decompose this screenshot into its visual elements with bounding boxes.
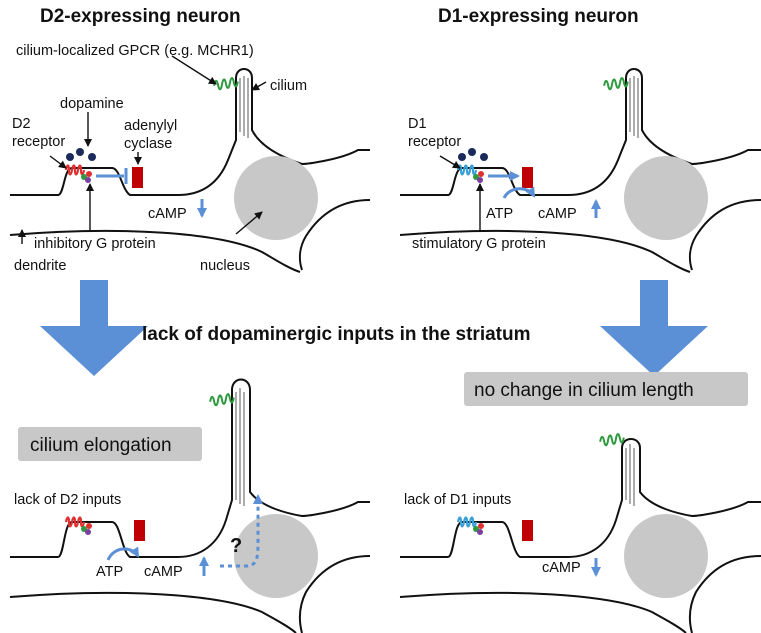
d1-receptor-label-1: D1 (408, 116, 427, 132)
membrane-outline (10, 378, 370, 558)
lack-d1-label: lack of D1 inputs (404, 492, 511, 508)
atp-camp-curve (502, 186, 536, 199)
elongation-box (18, 427, 202, 461)
camp-label-bl: cAMP (144, 564, 183, 580)
adenylyl-cyclase-icon (522, 520, 533, 541)
panel-d1-bottom (399, 372, 761, 633)
membrane-lower (9, 199, 371, 273)
dotted-signal-arrow (220, 494, 263, 568)
adenylyl-cyclase-icon (132, 167, 143, 188)
heading-d2: D2-expressing neuron (40, 6, 241, 27)
nucleus (234, 514, 318, 598)
elongation-label: cilium elongation (30, 435, 172, 456)
nucleus (624, 156, 708, 240)
adenylyl-label-1: adenylyl (124, 118, 177, 134)
cilium-shaft (629, 76, 639, 138)
gpcr-icon (208, 392, 236, 408)
camp-label-tr: cAMP (538, 206, 577, 222)
membrane-lower (399, 199, 761, 273)
panel-d1-top (399, 68, 761, 273)
d2-receptor-icon (64, 164, 86, 176)
d1-receptor-label-2: receptor (408, 134, 461, 150)
atp-camp-curve (106, 546, 140, 561)
d2-receptor-label-2: receptor (12, 134, 65, 150)
panel-d2-bottom (9, 378, 371, 633)
cilium-shaft (239, 76, 249, 138)
gpcr-icon (602, 76, 630, 92)
middle-caption: lack of dopaminergic inputs in the stria… (142, 324, 531, 345)
membrane-outline (10, 68, 370, 196)
nucleus (624, 514, 708, 598)
heading-d1: D1-expressing neuron (438, 6, 639, 27)
adenylyl-label-2: cyclase (124, 136, 172, 152)
atp-label-tr: ATP (486, 206, 513, 222)
d2-receptor-icon (64, 516, 86, 528)
camp-label-tl: cAMP (148, 206, 187, 222)
d2-receptor-label-1: D2 (12, 116, 31, 132)
stimulatory-label: stimulatory G protein (412, 236, 546, 252)
cilium-label: cilium (270, 78, 307, 94)
gpcr-icon (598, 432, 626, 448)
inhibitory-label: inhibitory G protein (34, 236, 156, 252)
atp-label-bl: ATP (96, 564, 123, 580)
membrane-outline (400, 68, 761, 196)
no-change-label: no change in cilium length (474, 380, 694, 401)
camp-label-br: cAMP (542, 560, 581, 576)
nucleus (234, 156, 318, 240)
membrane-lower (399, 555, 761, 633)
no-change-box (464, 372, 748, 406)
gpcr-icon (212, 76, 240, 92)
dopamine-icon (458, 148, 488, 161)
d1-receptor-icon (456, 164, 478, 176)
lack-d2-label: lack of D2 inputs (14, 492, 121, 508)
big-down-arrow-left (40, 280, 148, 376)
big-down-arrow-right (600, 280, 708, 376)
adenylyl-cyclase-icon (134, 520, 145, 541)
dopamine-label: dopamine (60, 96, 124, 112)
gpcr-label: cilium-localized GPCR (e.g. MCHR1) (16, 43, 254, 59)
cilium-shaft-elongated (235, 388, 245, 506)
membrane-lower (9, 555, 371, 633)
dopamine-icon (66, 148, 96, 161)
question-mark: ? (230, 535, 242, 557)
panel-d2-top (9, 55, 371, 273)
d1-receptor-icon (456, 516, 478, 528)
dendrite-label: dendrite (14, 258, 66, 274)
adenylyl-cyclase-icon (522, 167, 533, 188)
cilium-shaft (625, 444, 635, 506)
nucleus-label: nucleus (200, 258, 250, 274)
